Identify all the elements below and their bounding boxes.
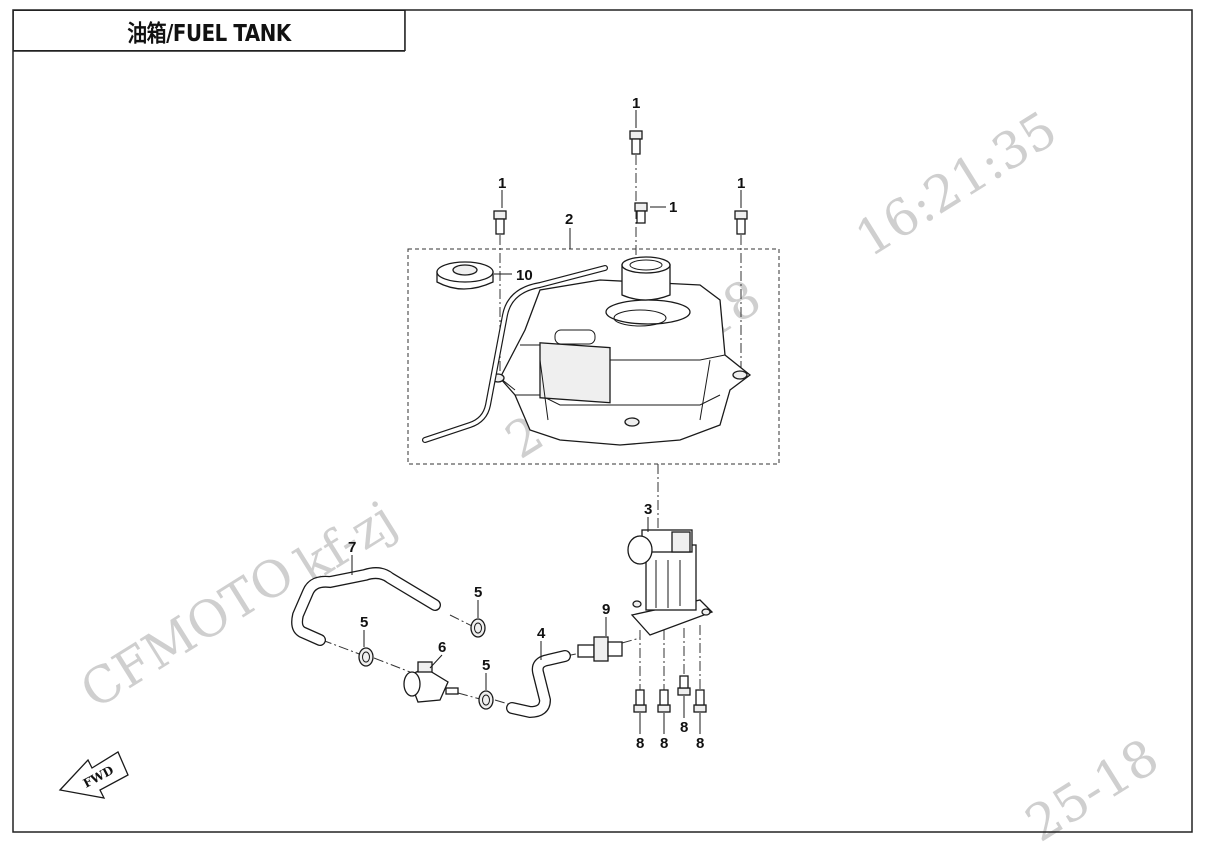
forward-arrow: FWD	[58, 751, 129, 799]
drawing-frame	[12, 9, 1193, 833]
watermark: CFMOTO kf-zj 2025-01-18 16:21:35 25-18	[71, 100, 1169, 845]
vent-tube	[422, 265, 608, 443]
fuel-tank	[491, 256, 752, 446]
callout-6: 6	[438, 639, 446, 656]
callout-4: 4	[537, 625, 546, 642]
callout-1-left: 1	[498, 175, 506, 192]
hose-clamps	[358, 618, 494, 710]
fuel-hose	[506, 650, 571, 719]
fuel-cap	[436, 261, 494, 290]
callout-1-right: 1	[737, 175, 745, 192]
quick-connector	[577, 636, 623, 662]
callout-7: 7	[348, 539, 356, 556]
watermark-brand: CFMOTO	[71, 544, 305, 720]
flange-bolts	[633, 675, 707, 713]
bolt-middle	[634, 202, 648, 224]
callout-1-top: 1	[632, 95, 640, 112]
callout-3: 3	[644, 501, 652, 518]
callout-8-d: 8	[696, 735, 704, 752]
watermark-time: 16:21:35	[846, 100, 1067, 268]
callout-5-left: 5	[360, 614, 368, 631]
callout-1-middle: 1	[669, 199, 677, 216]
callout-8-c: 8	[680, 719, 688, 736]
tank-assembly-boundary	[407, 248, 780, 465]
return-hose	[291, 567, 441, 646]
fuel-pump	[627, 529, 714, 636]
callout-10: 10	[516, 267, 533, 284]
page-title: 油箱/FUEL TANK	[13, 10, 406, 51]
callout-8-a: 8	[636, 735, 644, 752]
watermark-date-partial: 25-18	[1016, 728, 1169, 845]
callout-8-b: 8	[660, 735, 668, 752]
callout-5-right: 5	[474, 584, 482, 601]
callouts: 1 1 1 1 2 10 3 7 5 5 6 5 4 9 8 8 8 8	[348, 95, 745, 752]
fuel-filter	[403, 661, 459, 703]
leader-lines	[321, 155, 742, 707]
bolt-left	[493, 210, 507, 235]
bolt-right	[734, 210, 748, 235]
callout-5-bottom: 5	[482, 657, 490, 674]
bolt-top	[629, 130, 643, 155]
callout-2: 2	[565, 211, 573, 228]
callout-9: 9	[602, 601, 610, 618]
